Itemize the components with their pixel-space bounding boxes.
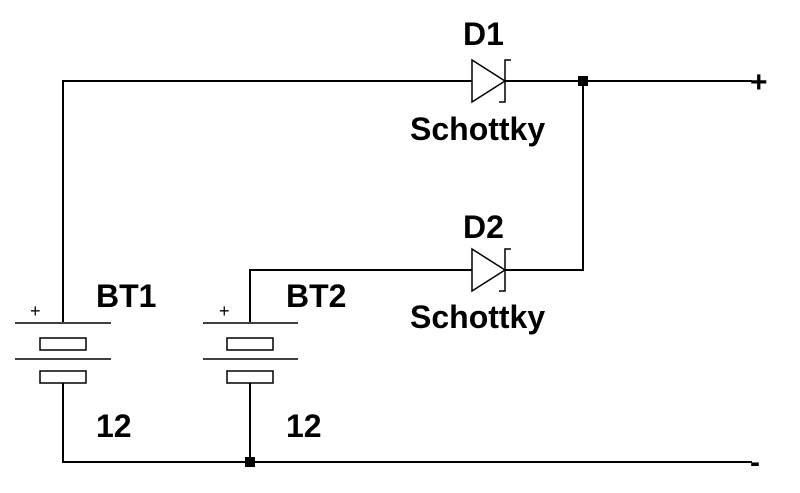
battery-bt2-cell-1: [226, 337, 274, 351]
wire-bt1-negative: [62, 383, 752, 463]
label-d2-name: D2: [463, 209, 504, 245]
wires: [62, 80, 752, 463]
label-bt2-name: BT2: [286, 278, 346, 314]
diode-d1-triangle: [471, 58, 507, 104]
label-bt1-value: 12: [96, 408, 132, 444]
label-d2-type: Schottky: [410, 299, 545, 335]
diode-d2-triangle: [471, 247, 507, 293]
wire-d2-to-junction: [505, 81, 584, 271]
label-bt1-polarity: +: [30, 301, 41, 321]
label-bt2-polarity: +: [219, 301, 230, 321]
wire-bt2-to-d2: [249, 269, 472, 322]
diode-d1: [471, 58, 511, 104]
label-bt1-name: BT1: [96, 278, 156, 314]
battery-bt1-cell-2: [39, 370, 87, 384]
label-d1-type: Schottky: [410, 111, 545, 147]
battery-bt1: [15, 322, 111, 384]
diode-d1-cathode-bar: [499, 59, 511, 103]
battery-bt1-cell-1: [39, 337, 87, 351]
diode-d2: [471, 247, 511, 293]
diode-d2-cathode-bar: [499, 248, 511, 292]
label-d1-name: D1: [463, 16, 504, 52]
battery-bt2-cell-2: [226, 370, 274, 384]
label-bt2-value: 12: [286, 408, 322, 444]
battery-bt2: [203, 322, 298, 384]
label-output-negative: -: [750, 446, 760, 479]
junction-dot-positive: [578, 76, 588, 86]
junction-dot-negative: [245, 457, 255, 467]
wire-bt1-to-d1: [62, 80, 472, 322]
label-output-positive: +: [750, 66, 768, 99]
